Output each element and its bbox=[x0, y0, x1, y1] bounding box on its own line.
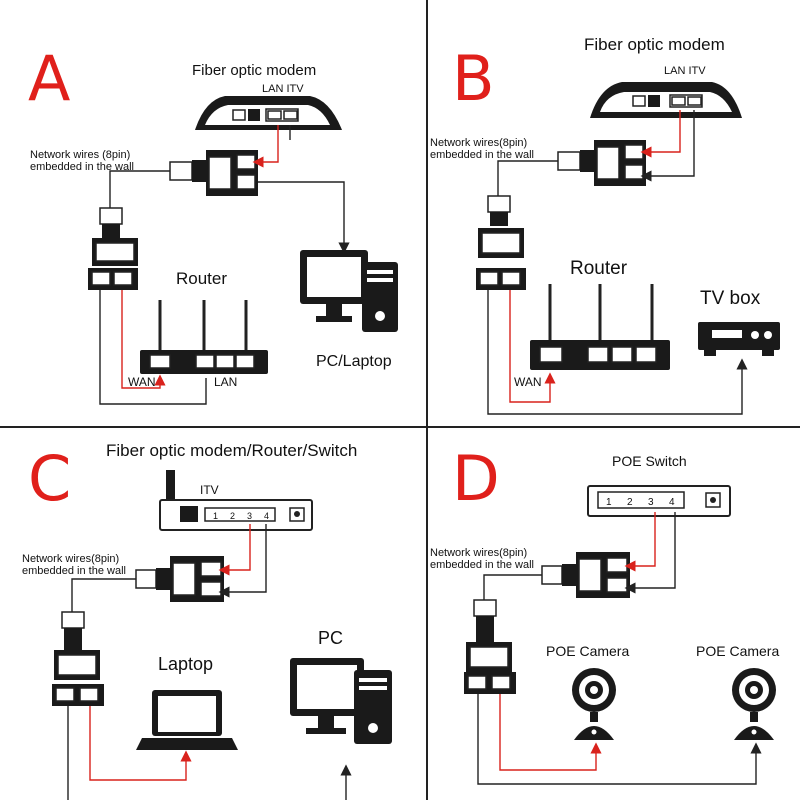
router-switch-icon bbox=[159, 470, 313, 531]
laptop-icon bbox=[136, 690, 238, 750]
panel-a-wan-label: WAN bbox=[128, 375, 156, 389]
fiber-modem-icon bbox=[590, 82, 742, 118]
panel-d-switch-title: POE Switch bbox=[612, 453, 687, 469]
panel-a-wall-label-1: Network wires (8pin) bbox=[30, 149, 130, 161]
panel-b: B Fiber optic modem LAN ITV Network wire… bbox=[430, 35, 780, 415]
panel-b-router-label: Router bbox=[570, 258, 628, 279]
panel-c-port-4: 4 bbox=[264, 511, 269, 521]
panel-c-port-1: 1 bbox=[213, 511, 218, 521]
poe-camera-icon bbox=[572, 668, 616, 740]
panel-b-ports-label: LAN ITV bbox=[664, 65, 706, 77]
panel-a-router-label: Router bbox=[176, 269, 227, 288]
panel-b-wall-label-1: Network wires(8pin) bbox=[430, 137, 527, 149]
panel-d-letter: D bbox=[452, 442, 500, 515]
panel-d-wall-label-2: embedded in the wall bbox=[430, 559, 534, 571]
panel-d-port-2: 2 bbox=[627, 497, 633, 508]
pc-icon bbox=[300, 250, 398, 332]
wall-splitter-icon bbox=[52, 611, 104, 706]
panel-a-ports-label: LAN ITV bbox=[262, 83, 304, 95]
panel-d-camera1-label: POE Camera bbox=[546, 643, 629, 659]
pc-icon bbox=[290, 658, 392, 744]
panel-c-laptop-label: Laptop bbox=[158, 654, 213, 674]
tv-box-icon bbox=[698, 322, 780, 356]
panel-a-pc-label: PC/Laptop bbox=[316, 353, 392, 370]
panel-c-port-2: 2 bbox=[230, 511, 235, 521]
wall-splitter-icon bbox=[88, 207, 138, 290]
wall-splitter-icon bbox=[464, 599, 516, 694]
panel-d-camera2-label: POE Camera bbox=[696, 643, 779, 659]
poe-switch-icon bbox=[587, 485, 731, 517]
panel-c-wall-label-2: embedded in the wall bbox=[22, 565, 126, 577]
splitter-adapter-icon bbox=[557, 140, 646, 186]
splitter-adapter-icon bbox=[541, 552, 630, 598]
panel-b-modem-title: Fiber optic modem bbox=[584, 35, 725, 54]
router-icon bbox=[140, 300, 268, 374]
fiber-modem-icon bbox=[195, 96, 342, 130]
panel-c-ports-label: ITV bbox=[200, 483, 219, 497]
panel-d-port-4: 4 bbox=[669, 497, 675, 508]
panel-d-port-3: 3 bbox=[648, 497, 654, 508]
panel-d-port-1: 1 bbox=[606, 497, 612, 508]
panel-c-letter: C bbox=[28, 442, 71, 515]
panel-c-port-3: 3 bbox=[247, 511, 252, 521]
panel-a-lan-label: LAN bbox=[214, 375, 237, 389]
panel-c-modem-title: Fiber optic modem/Router/Switch bbox=[106, 441, 357, 460]
panel-c-wall-label-1: Network wires(8pin) bbox=[22, 553, 119, 565]
poe-camera-icon bbox=[732, 668, 776, 740]
panel-b-wan-label: WAN bbox=[514, 375, 542, 389]
panel-d: D POE Switch 1 2 3 4 Network wires(8pin)… bbox=[430, 442, 779, 785]
panel-b-letter: B bbox=[452, 42, 495, 115]
splitter-adapter-icon bbox=[135, 556, 224, 602]
panel-b-tvbox-label: TV box bbox=[700, 288, 761, 309]
router-icon bbox=[530, 284, 670, 370]
splitter-adapter-icon bbox=[169, 150, 258, 196]
panel-a-letter: A bbox=[28, 42, 70, 115]
panel-b-wall-label-2: embedded in the wall bbox=[430, 149, 534, 161]
panel-d-wall-label-1: Network wires(8pin) bbox=[430, 547, 527, 559]
panel-c-pc-label: PC bbox=[318, 628, 343, 648]
panel-c: C Fiber optic modem/Router/Switch ITV 1 … bbox=[22, 441, 392, 800]
panel-a-modem-title: Fiber optic modem bbox=[192, 62, 316, 79]
panel-a: A Fiber optic modem LAN ITV Network wire… bbox=[28, 42, 398, 405]
panel-a-wall-label-2: embedded in the wall bbox=[30, 161, 134, 173]
wall-splitter-icon bbox=[476, 195, 526, 290]
